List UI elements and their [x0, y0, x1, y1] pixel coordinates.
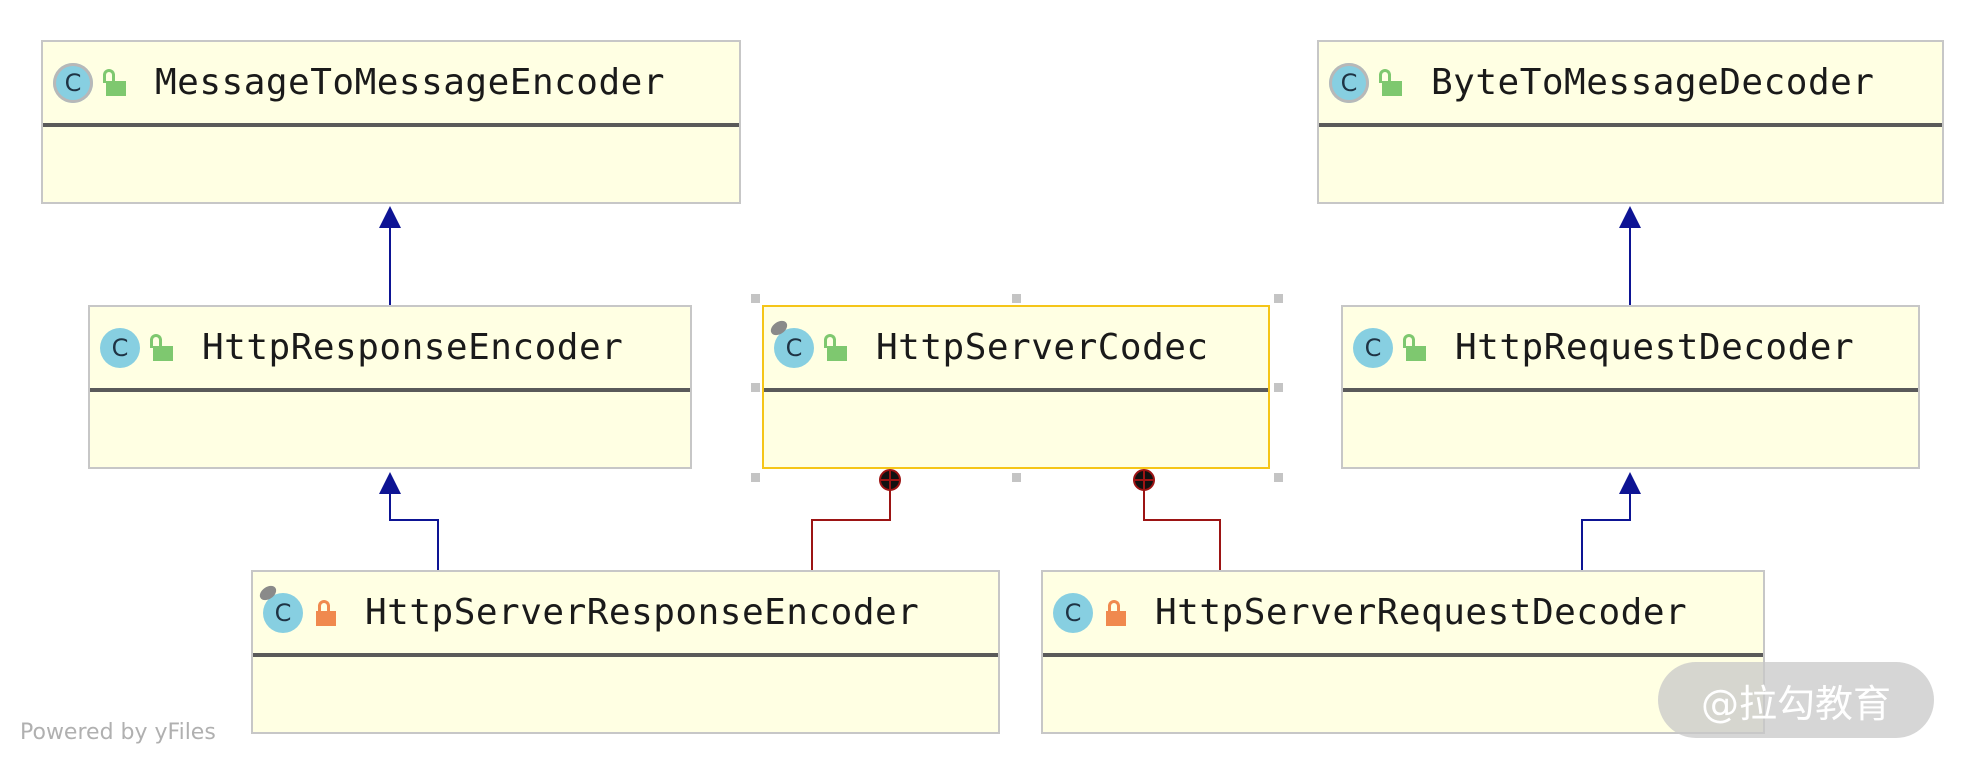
class-node-http-server-codec[interactable]: C HttpServerCodec	[762, 305, 1270, 469]
inheritance-edge-hsre-hre[interactable]	[379, 472, 439, 570]
inheritance-edge-hsrd-hrd[interactable]	[1581, 472, 1641, 570]
final-class-icon: C	[257, 582, 303, 633]
class-icon: C	[100, 327, 140, 368]
class-name: HttpServerCodec	[876, 327, 1209, 368]
class-icon: C	[1353, 327, 1393, 368]
public-visibility-icon	[1379, 68, 1403, 96]
class-node-http-server-response-encoder[interactable]: C HttpServerResponseEncoder	[251, 570, 1000, 734]
class-name: HttpServerResponseEncoder	[365, 592, 920, 633]
public-visibility-icon	[824, 333, 848, 361]
class-icon: C	[1053, 592, 1093, 633]
resize-handle-top[interactable]	[1012, 294, 1021, 303]
resize-handle-bottom-right[interactable]	[1274, 473, 1283, 482]
abstract-class-icon: C	[53, 62, 93, 103]
public-visibility-icon	[1403, 333, 1427, 361]
class-name: HttpServerRequestDecoder	[1155, 592, 1688, 633]
private-visibility-icon	[315, 599, 337, 626]
resize-handle-left[interactable]	[751, 383, 760, 392]
resize-handle-bottom-left[interactable]	[751, 473, 760, 482]
class-header: C HttpServerResponseEncoder	[253, 572, 998, 657]
inheritance-edge-hrd-btmd[interactable]	[1619, 206, 1641, 305]
public-visibility-icon	[150, 333, 174, 361]
class-node-http-request-decoder[interactable]: C HttpRequestDecoder	[1341, 305, 1920, 469]
inheritance-edge-hre-mtme[interactable]	[379, 206, 401, 305]
class-name: MessageToMessageEncoder	[155, 62, 665, 103]
watermark: @拉勾教育	[1658, 662, 1934, 738]
resize-handle-right[interactable]	[1274, 383, 1283, 392]
class-node-message-to-message-encoder[interactable]: C MessageToMessageEncoder	[41, 40, 741, 204]
class-header: C HttpServerCodec	[764, 307, 1268, 392]
class-name: ByteToMessageDecoder	[1431, 62, 1875, 103]
class-name: HttpRequestDecoder	[1455, 327, 1855, 368]
public-visibility-icon	[103, 68, 127, 96]
class-name: HttpResponseEncoder	[202, 327, 624, 368]
class-header: C HttpServerRequestDecoder	[1043, 572, 1763, 657]
resize-handle-bottom[interactable]	[1012, 473, 1021, 482]
powered-by-label: Powered by yFiles	[20, 720, 216, 745]
class-header: C MessageToMessageEncoder	[43, 42, 739, 127]
class-node-http-server-request-decoder[interactable]: C HttpServerRequestDecoder	[1041, 570, 1765, 734]
resize-handle-top-right[interactable]	[1274, 294, 1283, 303]
private-visibility-icon	[1105, 599, 1127, 626]
class-header: C ByteToMessageDecoder	[1319, 42, 1942, 127]
resize-handle-top-left[interactable]	[751, 294, 760, 303]
class-node-http-response-encoder[interactable]: C HttpResponseEncoder	[88, 305, 692, 469]
class-header: C HttpRequestDecoder	[1343, 307, 1918, 392]
final-class-icon: C	[768, 317, 814, 368]
class-header: C HttpResponseEncoder	[90, 307, 690, 392]
abstract-class-icon: C	[1329, 62, 1369, 103]
class-node-byte-to-message-decoder[interactable]: C ByteToMessageDecoder	[1317, 40, 1944, 204]
inner-class-edge-hsre-hsc[interactable]	[811, 469, 901, 570]
inner-class-edge-hsrd-hsc[interactable]	[1133, 469, 1221, 570]
